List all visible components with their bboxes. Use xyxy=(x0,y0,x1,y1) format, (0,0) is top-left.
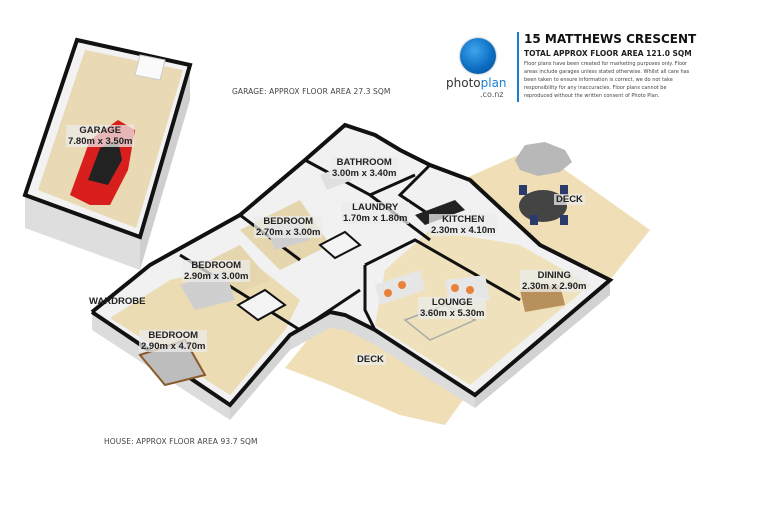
divider xyxy=(517,32,519,102)
room-label-wardrobe: WARDROBE xyxy=(89,296,146,307)
brand-domain: .co.nz xyxy=(480,90,504,99)
house-area-note: HOUSE: APPROX FLOOR AREA 93.7 SQM xyxy=(104,437,258,446)
garage-area-note: GARAGE: APPROX FLOOR AREA 27.3 SQM xyxy=(232,87,391,96)
house-globe-icon xyxy=(460,38,496,74)
room-label-deck-right: DECK xyxy=(554,194,585,205)
brand-part1: photo xyxy=(446,76,481,90)
page-title: 15 MATTHEWS CRESCENT xyxy=(524,32,697,46)
garage-block xyxy=(22,37,193,270)
brand-part2: plan xyxy=(480,76,507,90)
total-area: TOTAL APPROX FLOOR AREA 121.0 SQM xyxy=(524,49,692,58)
room-label-deck-front: DECK xyxy=(355,354,386,365)
deck-front xyxy=(285,312,470,425)
header: photoplan .co.nz 15 MATTHEWS CRESCENT TO… xyxy=(444,30,764,102)
disclaimer: Floor plans have been created for market… xyxy=(524,61,690,99)
brand-logo: photoplan xyxy=(446,76,507,90)
